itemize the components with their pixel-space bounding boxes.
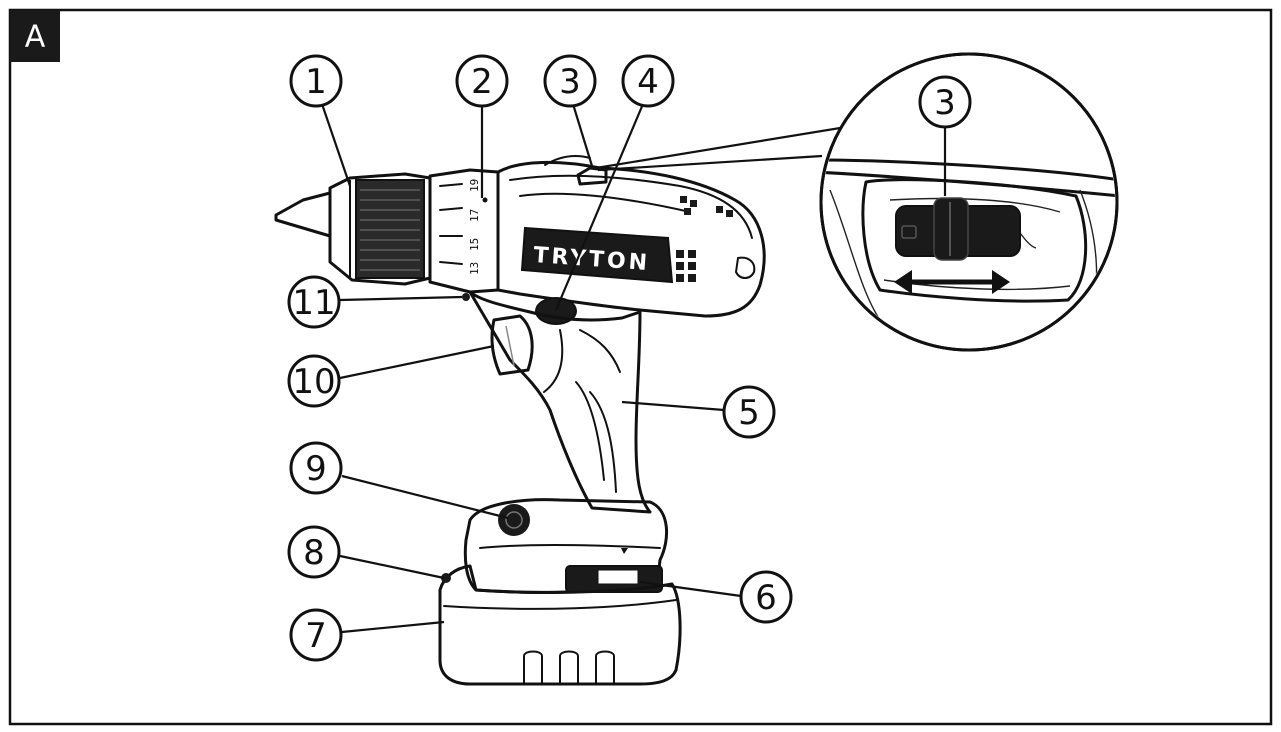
callout-number: 3 [934, 83, 956, 123]
figure-frame [8, 8, 1273, 726]
callout-6: 6 [739, 570, 793, 624]
callout-2: 2 [455, 54, 509, 108]
callout-number: 2 [471, 62, 493, 102]
callout-4: 4 [621, 54, 675, 108]
callout-number: 1 [305, 62, 327, 102]
torque-mark: 19 [468, 179, 481, 192]
figure-tag: A [10, 10, 60, 62]
callout-8: 8 [287, 525, 341, 579]
callout-number: 10 [292, 362, 335, 402]
callout-10: 10 [287, 354, 341, 408]
callout-3: 3 [543, 54, 597, 108]
callout-9: 9 [289, 441, 343, 495]
detail-magnifier: 3 [595, 52, 1119, 352]
callout-number: 11 [292, 283, 335, 323]
callout-number: 3 [559, 62, 581, 102]
torque-mark: 17 [468, 209, 481, 222]
callout-number: 8 [303, 533, 325, 573]
figure-tag-label: A [25, 20, 46, 55]
callout-number: 9 [305, 449, 327, 489]
torque-mark: 15 [468, 238, 481, 251]
callout-number: 6 [755, 578, 777, 618]
callout-1: 1 [289, 54, 343, 108]
callout-7: 7 [289, 608, 343, 662]
callout-5: 5 [722, 385, 776, 439]
callout-number: 5 [738, 393, 760, 433]
drill-illustration: 13 15 17 19 TRYTON [274, 155, 766, 686]
torque-mark: 13 [468, 262, 481, 275]
torque-scale: 13 15 17 19 [468, 179, 481, 275]
callout-11: 11 [287, 275, 341, 329]
callout-number: 4 [637, 62, 659, 102]
detail-callout-3: 3 [918, 75, 972, 196]
callout-number: 7 [305, 616, 327, 656]
leader-lines [320, 103, 742, 634]
